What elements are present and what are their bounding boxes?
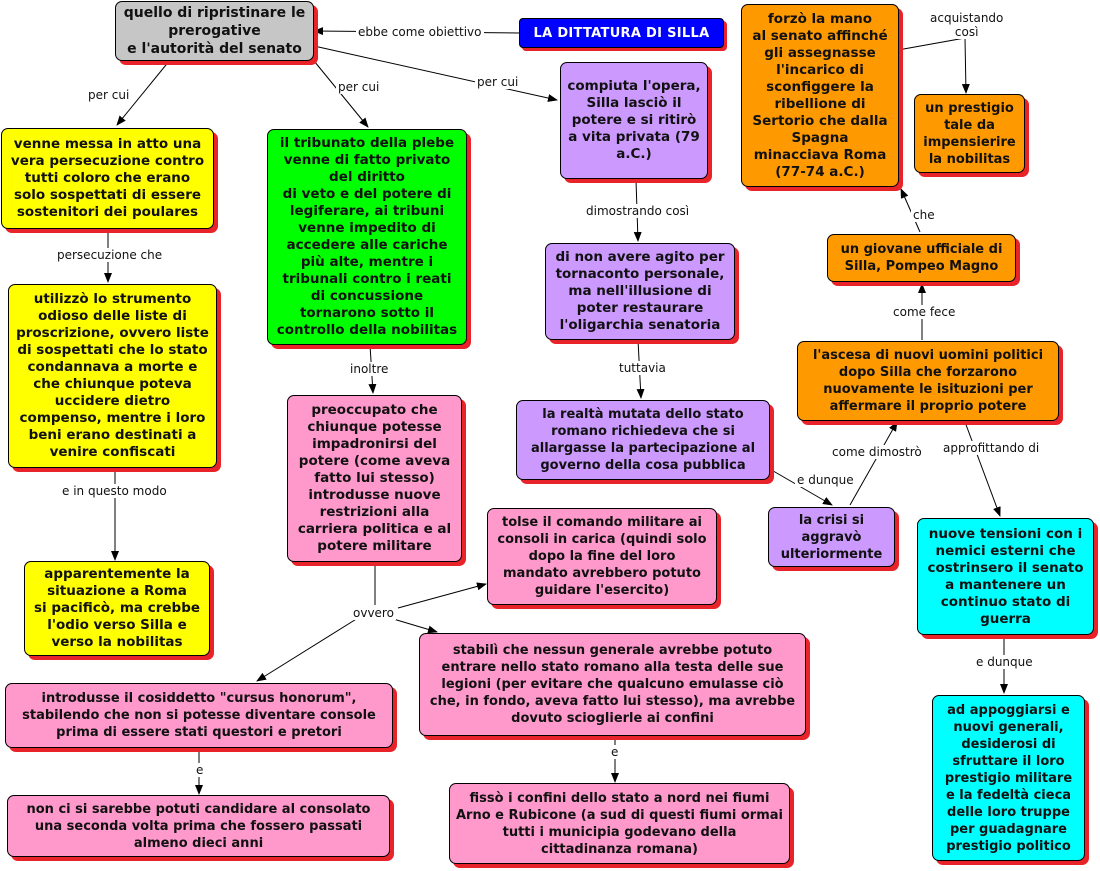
node-persecuzione: venne messa in atto una vera persecuzion…	[1, 128, 214, 229]
link-label-in-questo-modo: e in questo modo	[60, 484, 169, 498]
node-preoccupato: preoccupato che chiunque potesse impadro…	[287, 395, 462, 562]
link-label-tuttavia: tuttavia	[617, 361, 668, 375]
node-legioni: stabilì che nessun generale avrebbe potu…	[419, 633, 806, 736]
node-tornaconto: di non avere agito per tornaconto person…	[545, 243, 735, 340]
node-realta: la realtà mutata dello stato romano rich…	[516, 400, 770, 480]
link-label-dimostrando: dimostrando così	[584, 204, 692, 218]
link-label-inoltre: inoltre	[348, 362, 391, 376]
link-label-persecuzione-che: persecuzione che	[55, 248, 165, 262]
link-label-che: che	[911, 208, 937, 222]
link-label-come-fece: come fece	[891, 305, 958, 319]
link-label-e-dunque-1: e dunque	[795, 473, 856, 487]
link-label-ovvero: ovvero	[351, 606, 396, 620]
link-label-come-dimostro: come dimostrò	[830, 445, 924, 459]
link-label-e-dunque-2: e dunque	[974, 655, 1035, 669]
node-obiettivo: quello di ripristinare le prerogative e …	[115, 1, 314, 61]
node-comando: tolse il comando militare ai consoli in …	[487, 508, 717, 605]
node-crisi: la crisi si aggravò ulteriormente	[768, 507, 895, 567]
node-mano: forzò la mano al senato affinché gli ass…	[741, 4, 899, 187]
node-tribunato: il tribunato della plebe venne di fatto …	[267, 129, 467, 345]
node-consolato: non ci si sarebbe potuti candidare al co…	[7, 795, 390, 857]
link-label-percui-1: per cui	[86, 88, 132, 102]
node-ascesa: l'ascesa di nuovi uomini politici dopo S…	[797, 341, 1059, 421]
link-label-acquistando: acquistando così	[928, 11, 1006, 39]
link-label-ebbe: ebbe come obiettivo	[356, 25, 484, 39]
node-cursus: introdusse il cosiddetto "cursus honorum…	[5, 683, 393, 748]
node-confini: fissò i confini dello stato a nord nei f…	[449, 783, 790, 864]
node-proscrizione: utilizzò lo strumento odioso delle liste…	[8, 284, 217, 468]
link-label-percui-2: per cui	[336, 80, 382, 94]
node-opera: compiuta l'opera, Silla lasciò il potere…	[560, 62, 708, 179]
node-prestigio: un prestigio tale da impensierire la nob…	[914, 94, 1025, 173]
link-label-percui-3: per cui	[475, 75, 521, 89]
link-label-e-2: e	[609, 745, 621, 759]
node-tensioni: nuove tensioni con i nemici esterni che …	[917, 518, 1094, 635]
node-pompeo: un giovane ufficiale di Silla, Pompeo Ma…	[827, 234, 1016, 282]
link-label-e-1: e	[194, 763, 206, 777]
title-node: LA DITTATURA DI SILLA	[519, 18, 724, 48]
node-appoggiarsi: ad appoggiarsi e nuovi generali, desider…	[932, 695, 1085, 861]
node-pacifico: apparentemente la situazione a Roma si p…	[24, 561, 210, 656]
link-label-approfittando: approfittando di	[941, 441, 1042, 455]
